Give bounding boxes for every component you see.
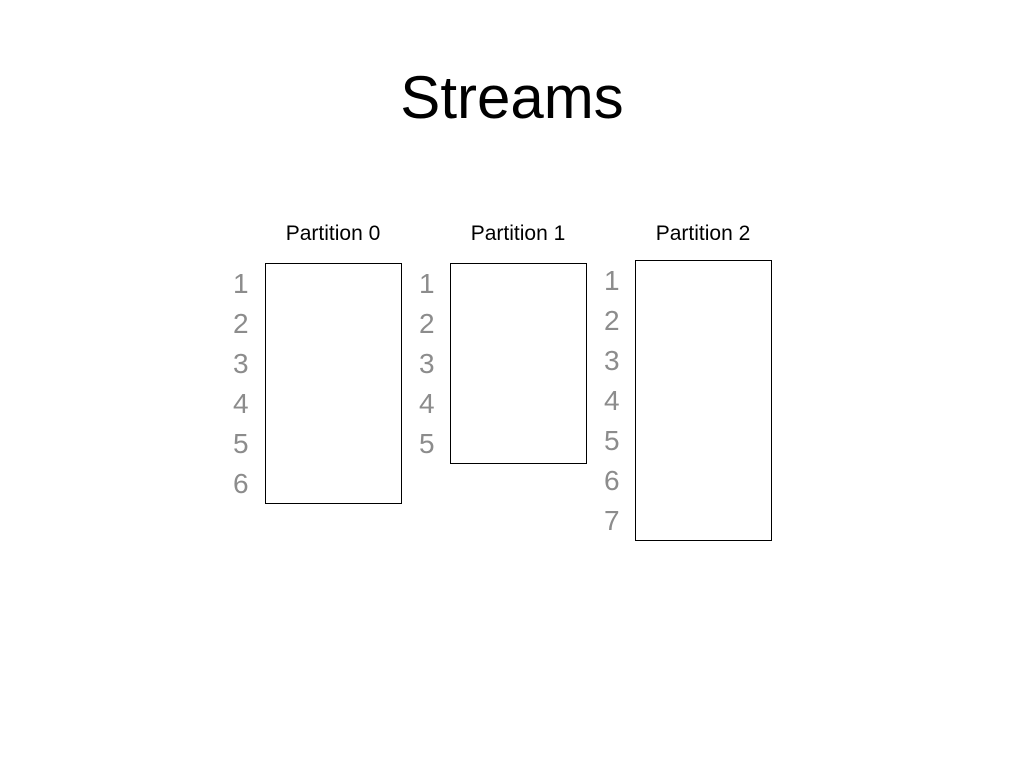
log-cell: [265, 303, 402, 344]
offset-number: 2: [233, 308, 249, 339]
log-cell: [635, 300, 772, 341]
log-cell: [635, 260, 772, 301]
log-cell: [450, 343, 587, 384]
log-cell: [265, 463, 402, 504]
offset-number: 3: [233, 348, 249, 379]
offset-number: 3: [604, 345, 620, 376]
partition-label: Partition 2: [655, 222, 751, 245]
log-cell: [265, 343, 402, 384]
slide-title: Streams: [400, 64, 624, 131]
offset-number: 2: [604, 305, 620, 336]
log-cell: [450, 303, 587, 344]
offset-number: 4: [233, 388, 249, 419]
log-cell: [450, 423, 587, 464]
offset-number: 1: [233, 268, 249, 299]
log-cell: [635, 420, 772, 461]
offset-number: 4: [604, 385, 620, 416]
log-cell: [635, 380, 772, 421]
offset-number: 7: [604, 505, 620, 536]
log-cell: [635, 500, 772, 541]
offset-number: 5: [419, 428, 435, 459]
partition-label: Partition 0: [285, 222, 381, 245]
offset-number: 2: [419, 308, 435, 339]
log-cell: [265, 423, 402, 464]
offset-number: 5: [233, 428, 249, 459]
offset-number: 1: [604, 265, 620, 296]
offset-number: 6: [604, 465, 620, 496]
offset-number: 4: [419, 388, 435, 419]
log-cell: [635, 460, 772, 501]
log-cell: [450, 383, 587, 424]
log-cell: [635, 340, 772, 381]
log-cell: [265, 383, 402, 424]
offset-number: 6: [233, 468, 249, 499]
offset-number: 3: [419, 348, 435, 379]
offset-number: 5: [604, 425, 620, 456]
offset-number: 1: [419, 268, 435, 299]
partition-label: Partition 1: [470, 222, 566, 245]
log-cell: [450, 263, 587, 304]
log-cell: [265, 263, 402, 304]
